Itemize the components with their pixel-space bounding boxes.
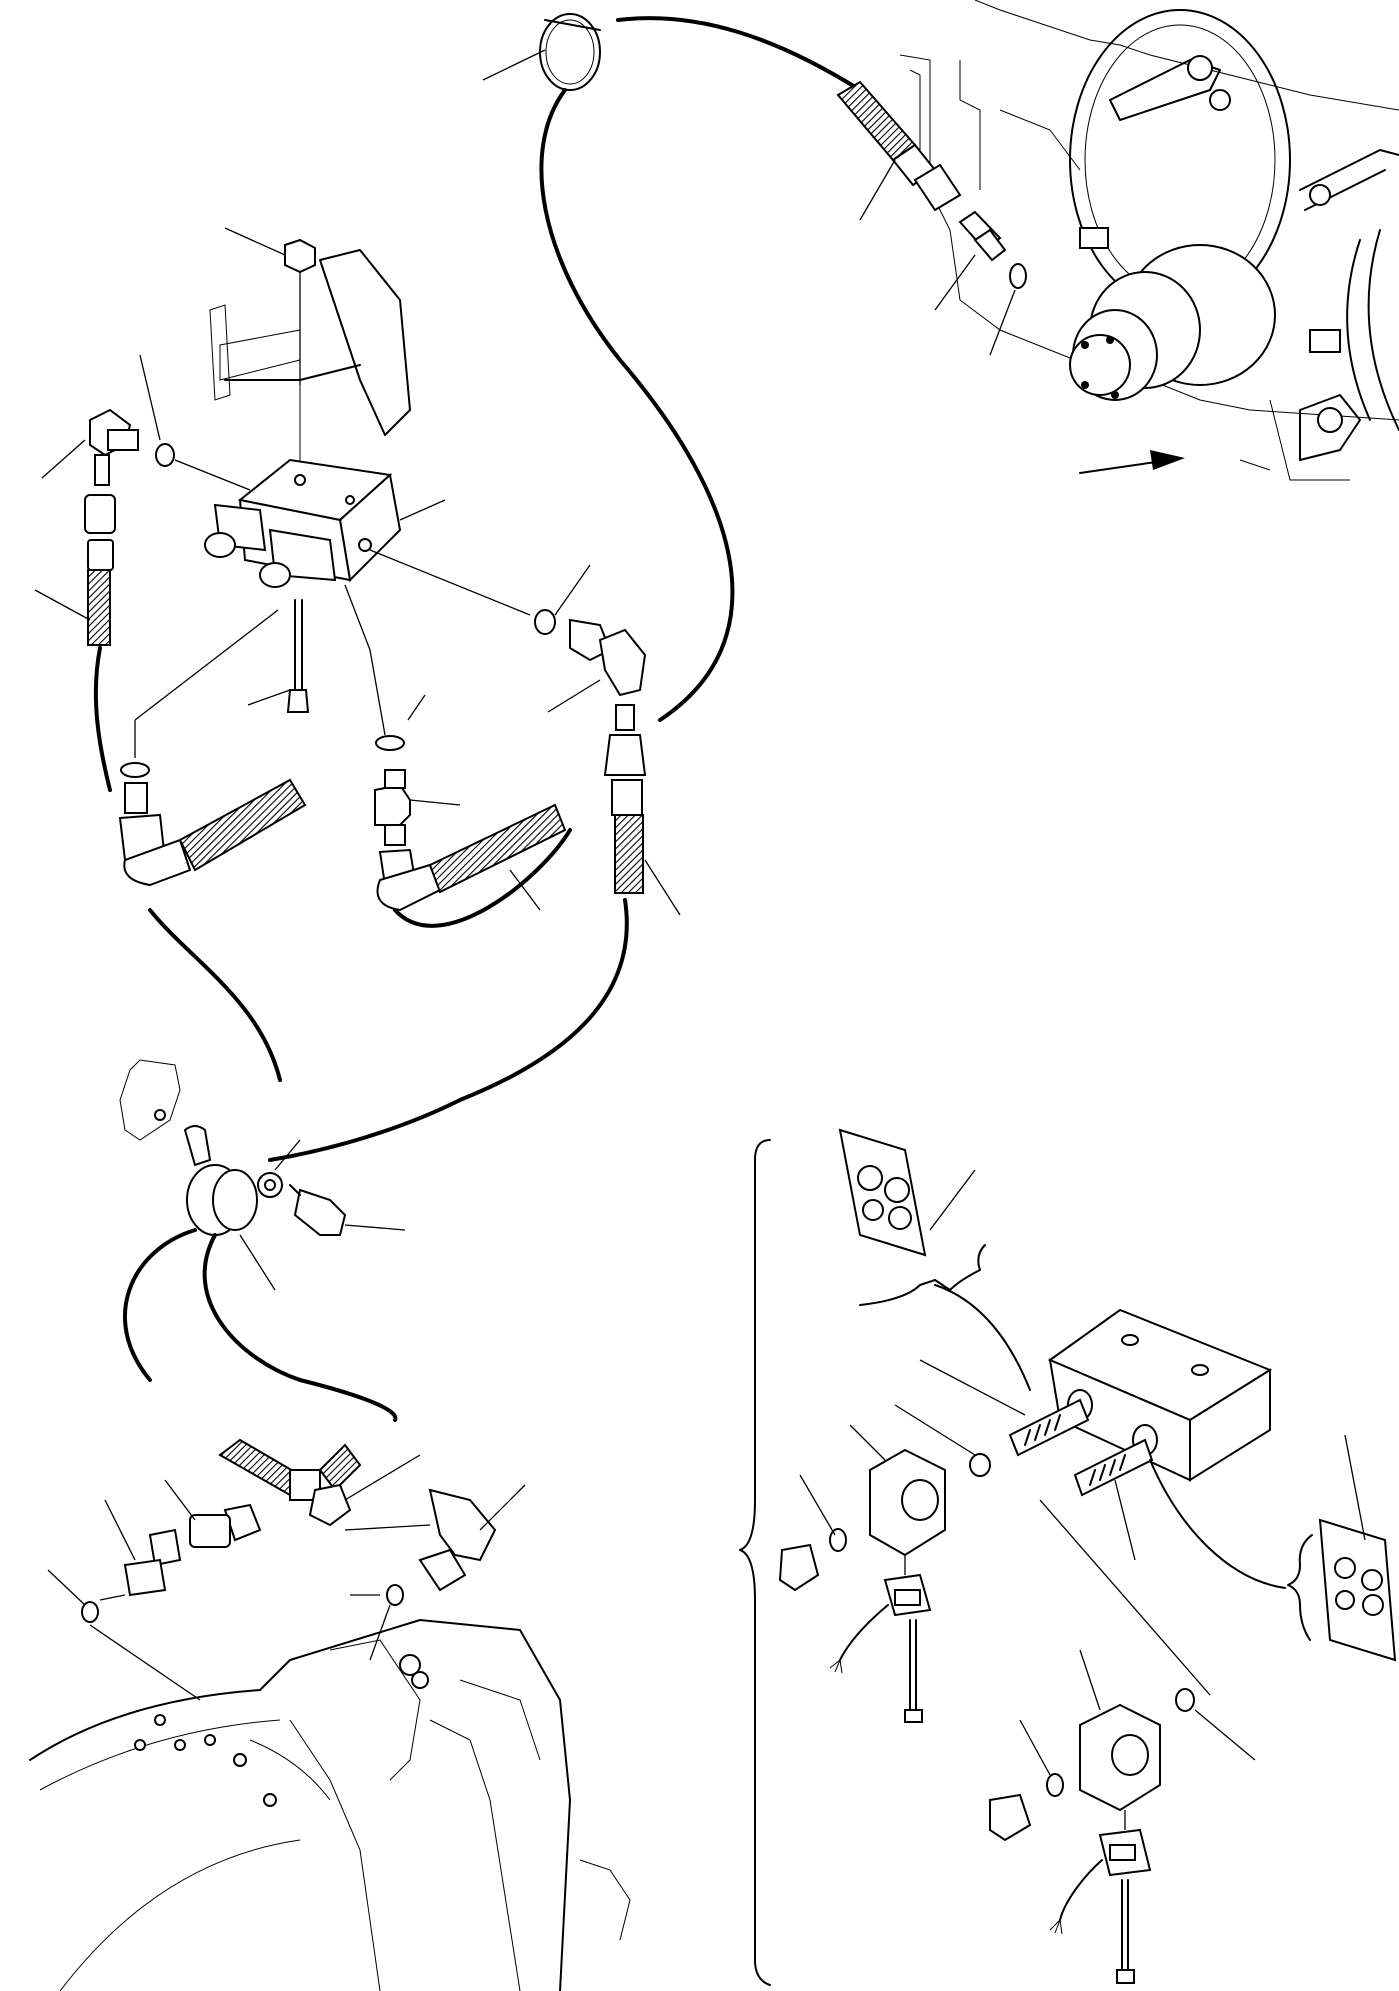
right-elbow-hose-assembly bbox=[268, 549, 681, 1162]
direction-arrow bbox=[1079, 450, 1185, 474]
center-fitting-assembly bbox=[344, 584, 572, 928]
lower-elbow-fitting bbox=[344, 1484, 526, 1661]
top-right-hose-fitting bbox=[836, 80, 1027, 356]
lower-bracket-clamp bbox=[119, 1059, 406, 1422]
detail-stem-left bbox=[919, 1359, 1090, 1457]
valve-block bbox=[204, 458, 446, 588]
lower-hose-fittings bbox=[47, 1438, 421, 1623]
valve-bolt bbox=[247, 599, 310, 713]
detail-bracket bbox=[739, 1139, 771, 1986]
detail-symbol-top bbox=[838, 1128, 1031, 1391]
detail-coil-left bbox=[778, 1404, 991, 1723]
lower-left-elbow-hose bbox=[118, 609, 307, 1082]
hose-clamp-top bbox=[482, 13, 601, 91]
hose-top-arc bbox=[616, 16, 862, 92]
detail-symbol-bottom bbox=[1149, 1434, 1397, 1662]
valve-bracket bbox=[209, 249, 411, 470]
transmission-housing-bottom bbox=[29, 1619, 631, 1991]
left-elbow-fitting bbox=[41, 354, 251, 491]
detail-coil-right bbox=[989, 1499, 1256, 1984]
transmission-housing-top bbox=[899, 0, 1399, 481]
hose-long-loop bbox=[539, 88, 735, 722]
detail-stem-right bbox=[1073, 1438, 1154, 1561]
detail-valve-block bbox=[1047, 1308, 1273, 1482]
left-hose-assembly bbox=[34, 494, 116, 792]
valve-nut bbox=[224, 227, 316, 385]
